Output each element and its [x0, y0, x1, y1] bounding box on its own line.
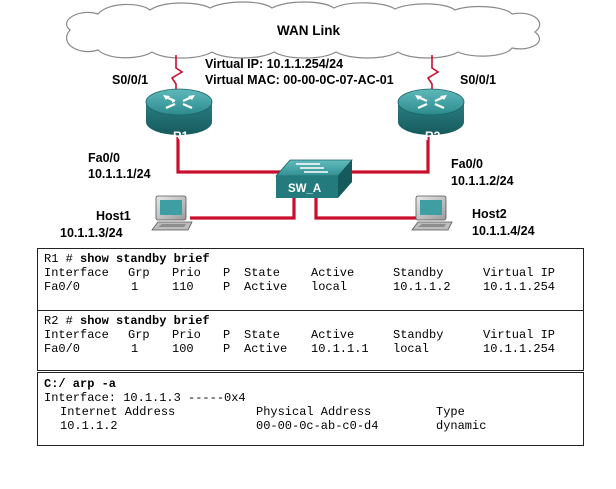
table-cell: Active — [244, 280, 288, 294]
column-header: Interface — [44, 266, 109, 280]
r1-command-line: R1 # show standby brief — [38, 252, 583, 266]
r2-header-row: Interface Grp Prio P State Active Standb… — [38, 328, 583, 342]
r2-prompt: R2 # — [44, 314, 73, 328]
column-header: Physical Address — [256, 405, 372, 419]
column-header: Standby — [393, 266, 444, 280]
table-cell: 10.1.1.2 — [60, 419, 118, 433]
r2-fa-ip-label: 10.1.1.2/24 — [451, 174, 514, 188]
table-cell: Fa0/0 — [44, 342, 81, 356]
table-cell: P — [223, 280, 231, 294]
table-cell: 00-00-0c-ab-c0-d4 — [256, 419, 379, 433]
table-cell: local — [311, 280, 348, 294]
host2-name-label: Host2 — [472, 207, 507, 221]
table-cell: 1 — [131, 342, 139, 356]
column-header: Internet Address — [60, 405, 176, 419]
r2-command: show standby brief — [80, 314, 210, 328]
host1-ip-label: 10.1.1.3/24 — [60, 226, 123, 240]
r2-standby-brief-output: R2 # show standby brief Interface Grp Pr… — [37, 310, 584, 371]
column-header: Virtual IP — [483, 266, 556, 280]
r1-fa-interface-label: Fa0/0 — [88, 151, 120, 165]
table-cell: 10.1.1.254 — [483, 280, 556, 294]
column-header: Standby — [393, 328, 444, 342]
table-cell: 110 — [172, 280, 194, 294]
router-r1-name: R1 — [173, 129, 189, 143]
column-header: Type — [436, 405, 465, 419]
table-cell: dynamic — [436, 419, 487, 433]
r2-fa-interface-label: Fa0/0 — [451, 157, 483, 171]
r1-standby-brief-output: R1 # show standby brief Interface Grp Pr… — [37, 248, 584, 313]
r2-command-line: R2 # show standby brief — [38, 314, 583, 328]
router-r2-name: R2 — [425, 129, 441, 143]
switch-sw-a-icon — [275, 159, 353, 198]
column-header: State — [244, 266, 281, 280]
r1-header-row: Interface Grp Prio P State Active Standb… — [38, 266, 583, 280]
table-cell: 1 — [131, 280, 139, 294]
column-header: P — [223, 328, 231, 342]
arp-header-row: Internet Address Physical Address Type — [38, 405, 583, 419]
column-header: Virtual IP — [483, 328, 556, 342]
table-cell: Fa0/0 — [44, 280, 81, 294]
column-header: Active — [311, 266, 355, 280]
column-header: Prio — [172, 266, 201, 280]
r1-serial-link-lightning-bolt-icon — [170, 55, 184, 92]
host1-name-label: Host1 — [96, 209, 131, 223]
column-header: P — [223, 266, 231, 280]
r2-data-row: Fa0/0 1 100 P Active 10.1.1.1 local 10.1… — [38, 342, 583, 356]
r1-serial-interface-label: S0/0/1 — [112, 73, 149, 87]
r2-serial-interface-label: S0/0/1 — [460, 73, 497, 87]
virtual-mac-label: Virtual MAC: 00-00-0C-07-AC-01 — [205, 73, 394, 87]
r1-prompt: R1 # — [44, 252, 73, 266]
switch-name: SW_A — [288, 183, 321, 195]
column-header: Grp — [128, 266, 150, 280]
network-topology-diagram: R1 R2 SW_A — [66, 1, 541, 231]
host2-computer-icon — [411, 195, 453, 231]
column-header: Interface — [44, 328, 109, 342]
wan-cloud-icon — [66, 1, 541, 59]
r1-fa-ip-label: 10.1.1.1/24 — [88, 167, 151, 181]
table-cell: 10.1.1.2 — [393, 280, 451, 294]
r1-data-row: Fa0/0 1 110 P Active local 10.1.1.2 10.1… — [38, 280, 583, 294]
table-cell: P — [223, 342, 231, 356]
host1-computer-icon — [151, 195, 193, 231]
arp-data-row: 10.1.1.2 00-00-0c-ab-c0-d4 dynamic — [38, 419, 583, 433]
table-cell: 10.1.1.1 — [311, 342, 369, 356]
arp-command-line: C:/ arp -a — [38, 377, 583, 391]
wan-link-label: WAN Link — [277, 23, 340, 38]
column-header: Prio — [172, 328, 201, 342]
router-r1-icon — [145, 88, 213, 135]
table-cell: local — [393, 342, 430, 356]
ethernet-links — [176, 135, 430, 220]
host1-arp-output: C:/ arp -a Interface: 10.1.1.3 -----0x4 … — [37, 372, 584, 446]
table-cell: 100 — [172, 342, 194, 356]
r2-serial-link-lightning-bolt-icon — [426, 55, 440, 92]
virtual-ip-label: Virtual IP: 10.1.1.254/24 — [205, 57, 344, 71]
host2-ip-label: 10.1.1.4/24 — [472, 224, 535, 238]
arp-interface-line: Interface: 10.1.1.3 -----0x4 — [38, 391, 583, 405]
arp-command: C:/ arp -a — [44, 377, 117, 391]
r1-command: show standby brief — [80, 252, 210, 266]
column-header: State — [244, 328, 281, 342]
table-cell: Active — [244, 342, 288, 356]
router-r2-icon — [397, 88, 465, 135]
arp-interface: Interface: 10.1.1.3 -----0x4 — [44, 391, 246, 405]
table-cell: 10.1.1.254 — [483, 342, 556, 356]
column-header: Active — [311, 328, 355, 342]
column-header: Grp — [128, 328, 150, 342]
